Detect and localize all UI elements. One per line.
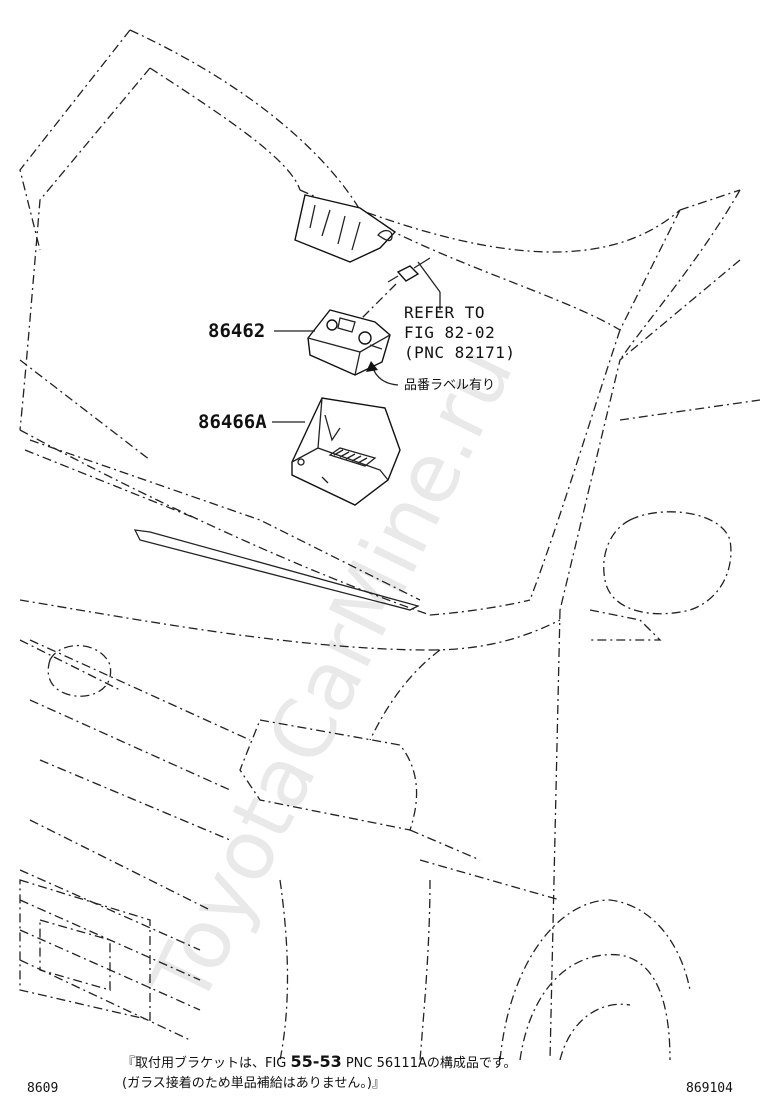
guide-line xyxy=(361,283,397,319)
code-right: 869104 xyxy=(686,1081,733,1096)
footnote-line-2: (ガラス接着のため単品補給はありません。)』 xyxy=(122,1075,385,1091)
sensor-86462 xyxy=(307,309,391,376)
label-arrow xyxy=(366,361,399,386)
vehicle-outline xyxy=(19,29,760,1061)
refer-line-3: (PNC 82171) xyxy=(404,343,515,362)
refer-line-1: REFER TO xyxy=(404,303,485,322)
code-left: 8609 xyxy=(27,1081,58,1096)
cover-86466A xyxy=(291,397,401,506)
connector xyxy=(387,257,441,293)
footnote-line-1: 『取付用ブラケットは、FIG 55-53 PNC 56111Aの構成品です。 xyxy=(122,1052,517,1071)
part-number-86466A: 86466A xyxy=(198,411,267,433)
part-number-86462: 86462 xyxy=(208,320,265,342)
refer-line-2: FIG 82-02 xyxy=(404,323,495,342)
mounting-bracket xyxy=(294,194,397,263)
label-note: 品番ラベル有り xyxy=(404,378,495,393)
